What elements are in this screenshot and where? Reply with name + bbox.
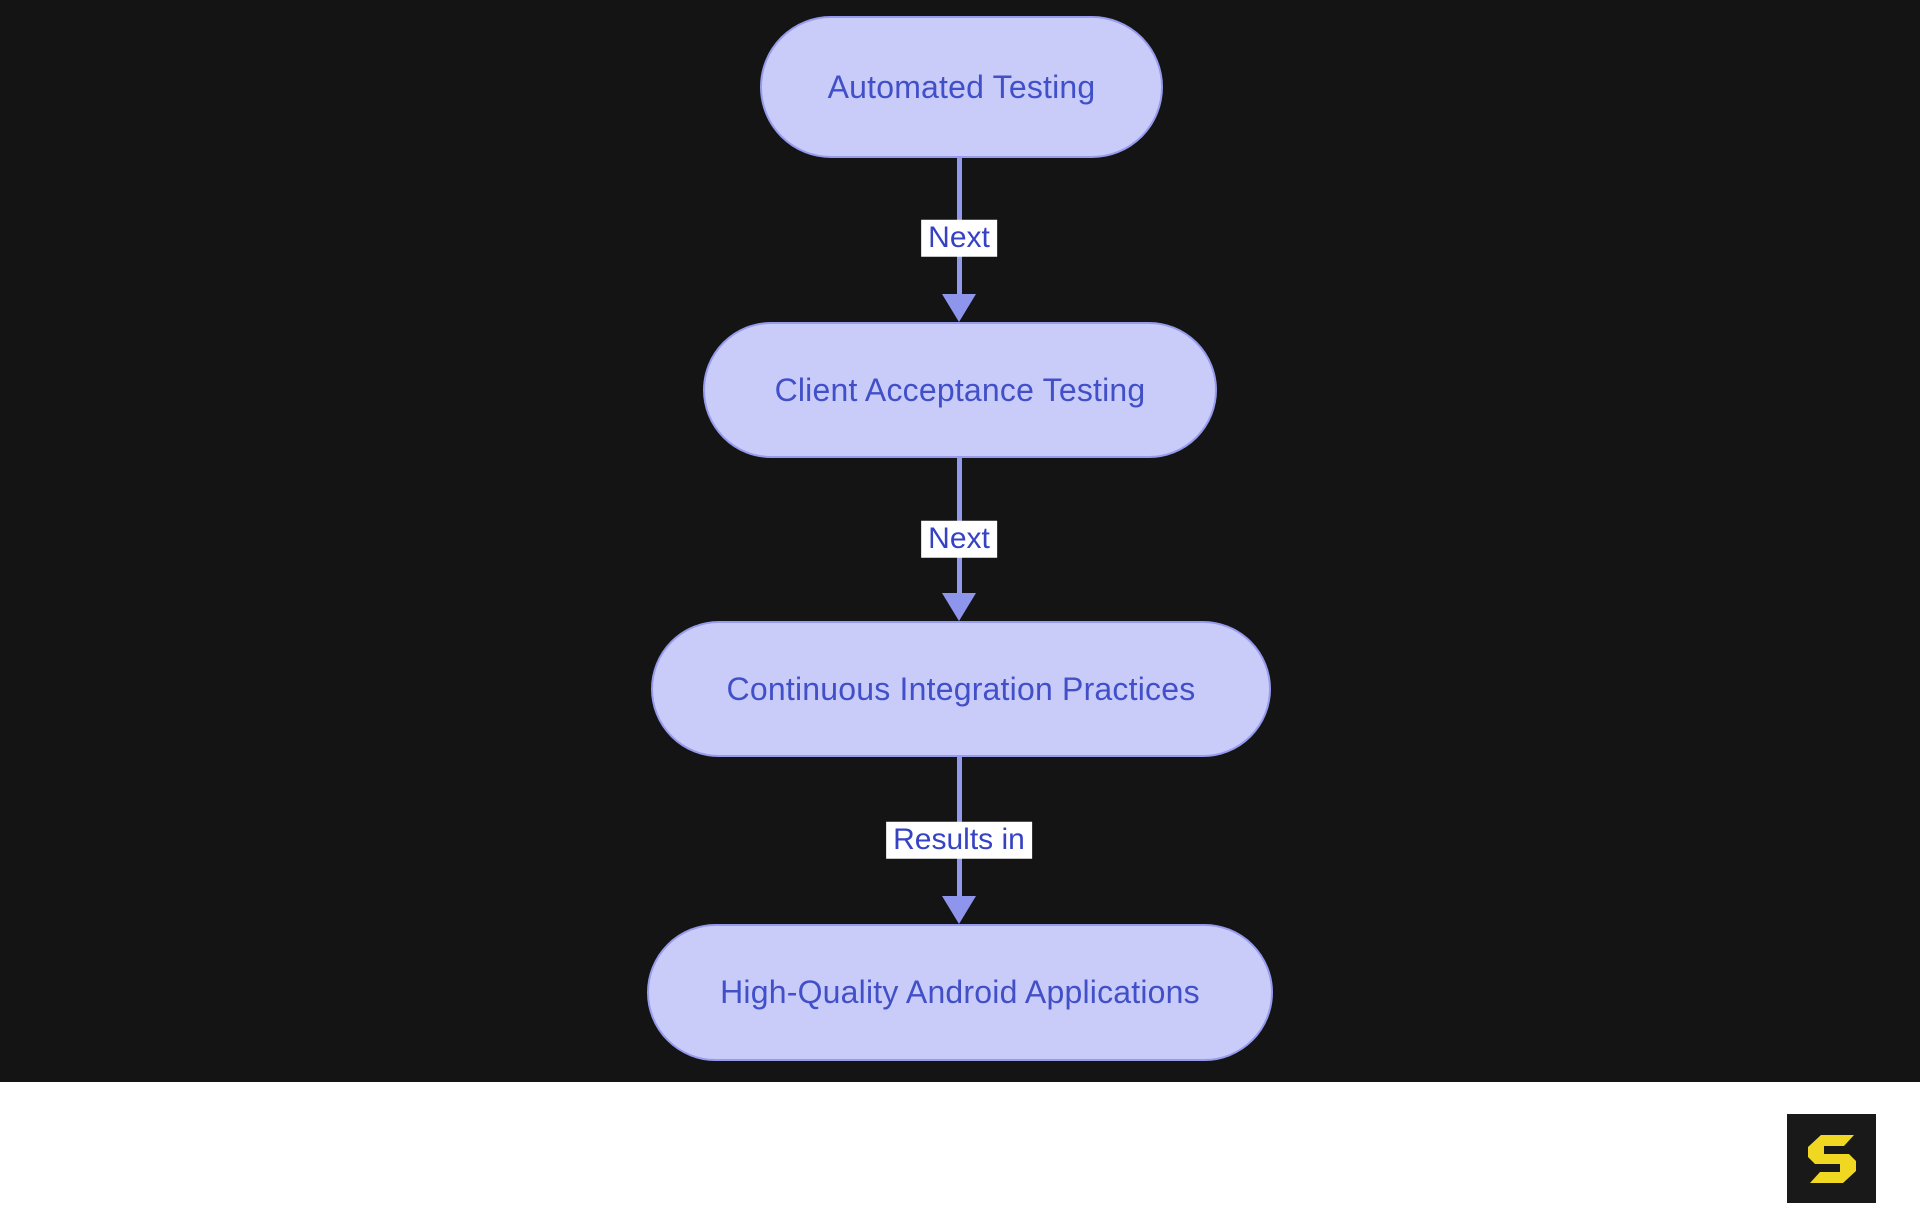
- edge-label: Next: [921, 520, 997, 558]
- node-label: Client Acceptance Testing: [774, 371, 1146, 408]
- arrowhead-down-icon: [942, 593, 976, 621]
- brand-logo: [1787, 1114, 1876, 1203]
- node-label: High-Quality Android Applications: [720, 974, 1200, 1010]
- node-label: Automated Testing: [827, 68, 1096, 105]
- flowchart-canvas: Automated Testing Client Acceptance Test…: [0, 0, 1920, 1082]
- edge-label: Next: [921, 219, 997, 257]
- flowchart-node-continuous-integration-practices: Continuous Integration Practices: [651, 621, 1271, 757]
- flowchart-node-client-acceptance-testing: Client Acceptance Testing: [703, 322, 1217, 458]
- s-logo-icon: [1807, 1134, 1856, 1183]
- edge-label: Results in: [886, 821, 1032, 859]
- node-label: Continuous Integration Practices: [726, 670, 1196, 707]
- flowchart-node-high-quality-android-applications: High-Quality Android Applications: [647, 924, 1273, 1061]
- footer-bar: [0, 1082, 1920, 1215]
- flowchart-node-automated-testing: Automated Testing: [760, 16, 1163, 158]
- arrowhead-down-icon: [942, 294, 976, 322]
- arrowhead-down-icon: [942, 896, 976, 924]
